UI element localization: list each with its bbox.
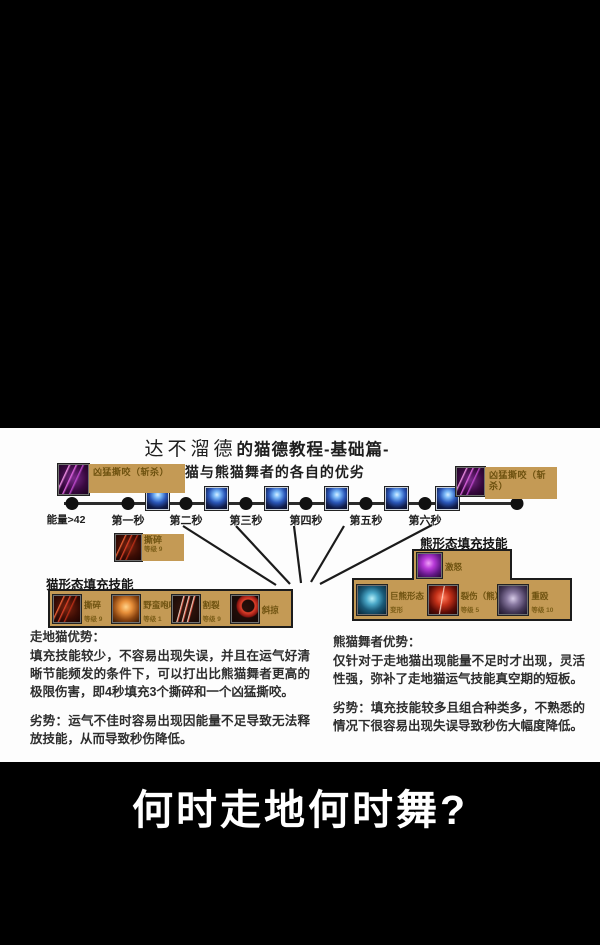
skill-name: 撕碎 (144, 535, 163, 545)
panda-dancer-heading: 熊猫舞者优势： (333, 635, 421, 649)
cat-skill-savage-roar: 野蛮咆哮 等级 1 (112, 594, 177, 623)
cat-skill-shred: 撕碎 等级 9 (53, 594, 110, 623)
cat-skill-rake: 斜掠 (230, 594, 288, 623)
start-skill-banner: 凶猛撕咬（斩杀） (58, 464, 185, 495)
skill-name: 撕碎 (84, 599, 102, 610)
title-main: 的猫德教程-基础篇- (236, 441, 390, 459)
skill-level: 等级 10 (531, 606, 554, 614)
ferocious-bite-icon (58, 464, 89, 495)
bear-skill-dire-bear-form: 巨熊形态 变形 (357, 584, 426, 615)
skill-level: 变形 (390, 606, 403, 614)
bear-skill-maul: 重殴 等级 10 (498, 584, 567, 615)
panda-dancer-column: 熊猫舞者优势： 仅针对于走地猫出现能量不足时才出现，灵活性强，弥补了走地猫运气技… (333, 633, 585, 746)
bear-box-title: 熊形态填充技能 (420, 537, 508, 551)
panda-dancer-pros: 仅针对于走地猫出现能量不足时才出现，灵活性强，弥补了走地猫运气技能真空期的短板。 (333, 654, 585, 686)
end-skill-label: 凶猛撕咬（斩杀） (485, 467, 557, 499)
shred-icon (53, 594, 81, 623)
skill-name: 野蛮咆哮 (143, 599, 178, 610)
timeline-dot (65, 497, 79, 510)
clearcasting-proc-icon (205, 487, 228, 510)
shred-icon (115, 534, 142, 561)
start-skill-label: 凶猛撕咬（斩杀） (89, 464, 185, 493)
timeline-dot (510, 497, 524, 510)
shred-callout-label: 撕碎 等级 9 (142, 534, 184, 561)
panda-dancer-cons: 劣势：填充技能较多且组合种类多，不熟悉的情况下很容易出现失误导致秒伤大幅度降低。 (333, 701, 585, 733)
timeline-label-sec6: 第六秒 (408, 515, 442, 527)
walking-cat-heading: 走地猫优势： (30, 630, 106, 644)
skill-level: 等级 9 (84, 615, 103, 623)
content-panel: 达不溜德的猫德教程-基础篇- 3.走地猫与熊猫舞者的各自的优劣 能量>42 第一… (0, 428, 600, 762)
timeline-label-sec1: 第一秒 (111, 515, 145, 527)
clearcasting-proc-icon (325, 487, 348, 510)
timeline-label-energy: 能量>42 (46, 514, 86, 526)
skill-level: 等级 9 (144, 545, 163, 553)
footer-caption: 何时走地何时舞? (131, 787, 469, 833)
timeline-dot (179, 497, 193, 510)
page-subtitle: 3.走地猫与熊猫舞者的各自的优劣 (141, 464, 365, 480)
title-calligraphy: 达不溜德 (144, 438, 237, 460)
ferocious-bite-icon (456, 467, 485, 496)
walking-cat-cons: 劣势：运气不佳时容易出现因能量不足导致无法释放技能，从而导致秒伤降低。 (30, 714, 310, 746)
timeline-label-sec2: 第二秒 (169, 515, 203, 527)
bear-skill-box: 巨熊形态 变形 裂伤（熊） 等级 5 重殴 等级 10 (352, 578, 572, 621)
skill-name: 割裂 (202, 599, 220, 610)
timeline-dot (121, 497, 135, 510)
skill-level: 等级 5 (460, 606, 480, 614)
shred-callout: 撕碎 等级 9 (115, 534, 184, 561)
timeline-axis (64, 502, 520, 505)
dire-bear-form-icon (357, 584, 387, 615)
end-skill-banner: 凶猛撕咬（斩杀） (456, 467, 557, 499)
timeline-dot (299, 497, 313, 510)
bear-skill-enrage: 激怒 (417, 553, 507, 578)
page-title: 达不溜德的猫德教程-基础篇- (0, 434, 567, 461)
clearcasting-proc-icon (385, 487, 408, 510)
maul-icon (498, 584, 529, 615)
skill-level: 等级 1 (143, 615, 162, 623)
walking-cat-column: 走地猫优势： 填充技能较少，不容易出现失误，并且在运气好清晰节能频发的条件下，可… (30, 628, 310, 759)
enrage-icon (417, 553, 442, 578)
timeline-label-sec4: 第四秒 (289, 515, 323, 527)
cat-skill-rip: 割裂 等级 9 (171, 594, 229, 623)
cat-skill-box: 撕碎 等级 9 野蛮咆哮 等级 1 割裂 等级 9 斜掠 (48, 589, 293, 628)
skill-level: 等级 9 (202, 615, 221, 623)
skill-name: 裂伤（熊） (460, 590, 504, 601)
bear-skill-lacerate: 裂伤（熊） 等级 5 (427, 584, 503, 615)
timeline-dot (359, 497, 373, 510)
timeline-dot (418, 497, 432, 510)
walking-cat-pros: 填充技能较少，不容易出现失误，并且在运气好清晰节能频发的条件下，可以打出比熊猫舞… (30, 649, 310, 699)
rip-icon (171, 594, 200, 623)
lacerate-icon (427, 584, 458, 615)
savage-roar-icon (112, 594, 141, 623)
skill-name: 巨熊形态 (390, 590, 425, 601)
skill-name: 斜掠 (261, 604, 279, 615)
timeline-dot (239, 497, 253, 510)
clearcasting-proc-icon (436, 487, 459, 510)
cat-box-title: 猫形态填充技能 (46, 578, 134, 592)
skill-name: 重殴 (531, 590, 549, 601)
skill-name: 激怒 (445, 561, 463, 572)
clearcasting-proc-icon (265, 487, 288, 510)
bear-top-skill-tab: 激怒 (412, 549, 512, 580)
rake-icon (230, 594, 259, 623)
timeline-label-sec5: 第五秒 (349, 515, 383, 527)
timeline-label-sec3: 第三秒 (229, 515, 263, 527)
